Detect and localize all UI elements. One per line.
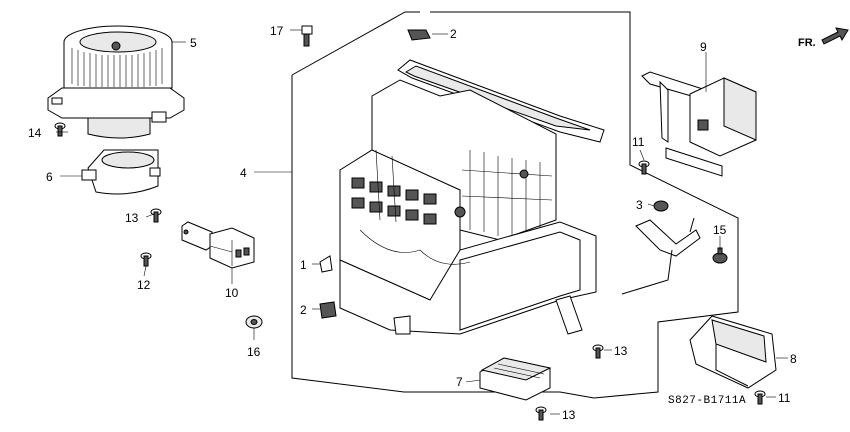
callout-8: 8 xyxy=(790,352,797,366)
callout-2-top: 2 xyxy=(450,27,457,41)
callout-13-right: 13 xyxy=(614,344,628,358)
callout-5: 5 xyxy=(190,36,197,50)
callout-13-bottom: 13 xyxy=(562,408,576,422)
screw-11-lower xyxy=(754,390,766,405)
callout-11-lower: 11 xyxy=(778,391,791,405)
power-transistor xyxy=(479,357,552,401)
clip-1 xyxy=(319,255,333,273)
diagram-code: S827-B1711A xyxy=(668,395,746,407)
grommet-3 xyxy=(653,200,669,212)
clip-2-lower xyxy=(319,301,337,319)
actuator-assembly xyxy=(641,60,757,177)
callout-17: 17 xyxy=(270,24,284,38)
callout-3: 3 xyxy=(636,198,643,212)
relay-bracket xyxy=(181,221,255,269)
callout-13-left: 13 xyxy=(125,211,139,225)
front-direction-label: FR. xyxy=(798,37,816,49)
blower-motor xyxy=(47,25,185,139)
clip-2-top xyxy=(407,29,431,41)
screw-13-left xyxy=(150,208,162,223)
callout-4: 4 xyxy=(240,166,247,180)
screw-13-right xyxy=(592,344,604,359)
screw-11-upper xyxy=(638,160,650,175)
callout-labels: 5 14 6 13 12 10 16 17 2 4 1 2 9 11 3 15 … xyxy=(28,24,797,422)
screw-15 xyxy=(712,247,728,264)
callout-11-upper: 11 xyxy=(632,135,645,149)
front-direction-arrow-icon: FR. xyxy=(798,27,849,49)
callout-2-lower: 2 xyxy=(300,303,307,317)
callout-16: 16 xyxy=(247,345,261,359)
callout-12: 12 xyxy=(137,278,151,292)
screw-12 xyxy=(140,252,152,267)
link-lever xyxy=(621,217,701,295)
bolt-17 xyxy=(301,25,313,47)
callout-1: 1 xyxy=(300,258,307,272)
grommet-16 xyxy=(245,315,263,329)
callout-6: 6 xyxy=(46,170,53,184)
screw-14 xyxy=(54,122,66,137)
callout-7: 7 xyxy=(456,375,463,389)
callout-14: 14 xyxy=(28,126,42,140)
blower-housing xyxy=(339,59,605,335)
motor-holder xyxy=(81,149,161,195)
screw-13-bottom xyxy=(535,406,547,421)
callout-10: 10 xyxy=(225,286,239,300)
assembly-boundary xyxy=(291,11,739,399)
leader-lines xyxy=(56,29,788,415)
callout-9: 9 xyxy=(700,40,707,54)
callout-15: 15 xyxy=(713,223,727,237)
filter-lid xyxy=(689,315,777,389)
